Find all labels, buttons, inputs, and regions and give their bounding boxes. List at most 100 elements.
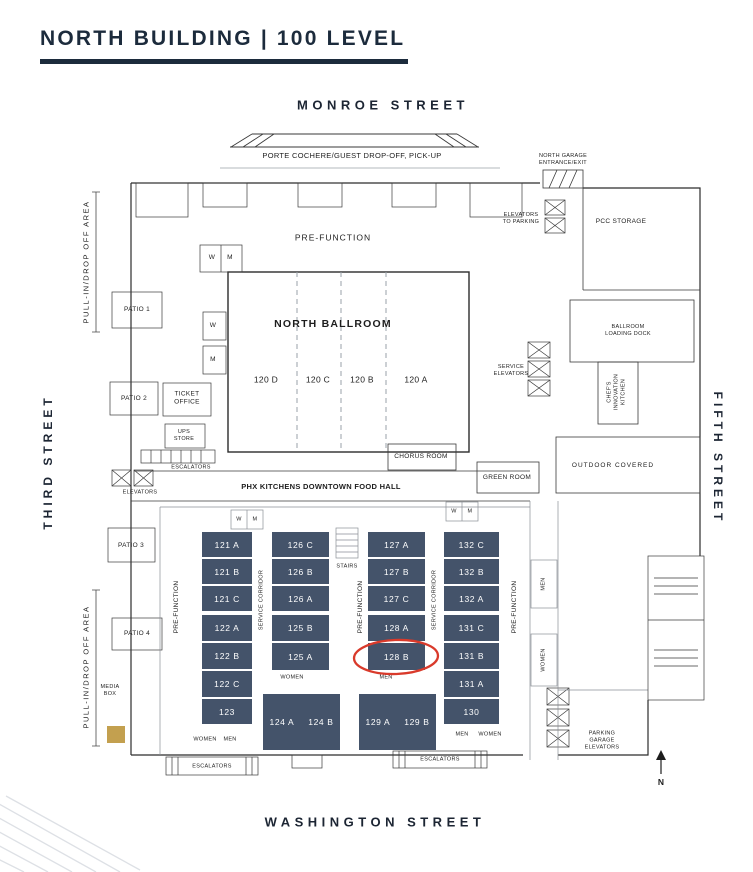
chefs-innovation-kitchen-label: CHEF'S INNOVATION KITCHEN	[606, 373, 627, 411]
men-center-label: MEN	[379, 674, 393, 681]
room-121b: 121 B	[202, 559, 252, 584]
room-128a: 128 A	[368, 615, 425, 641]
pull-in-drop-off-top-label: PULL-IN/DROP OFF AREA	[81, 200, 91, 324]
food-hall-corridor	[131, 443, 540, 502]
room-block-124: 124 A 124 B	[263, 694, 340, 750]
prefunction-vestibules	[135, 182, 523, 375]
room-128b: 128 B	[368, 643, 425, 670]
room-123: 123	[202, 699, 252, 724]
porte-cochere-label: PORTE COCHERE/GUEST DROP-OFF, PICK-UP	[262, 151, 442, 161]
ballroom-outline	[227, 271, 470, 453]
room-121a: 121 A	[202, 532, 252, 557]
room-127a: 127 A	[368, 532, 425, 557]
room-131c: 131 C	[444, 615, 499, 641]
pre-function-top-label: PRE-FUNCTION	[294, 232, 372, 243]
pre-function-center-label: PRE-FUNCTION	[356, 580, 364, 634]
escalators-bottom-center-label: ESCALATORS	[420, 756, 460, 763]
patio-2-label: PATIO 2	[120, 394, 148, 402]
north-garage-label: NORTH GARAGE ENTRANCE/EXIT	[538, 152, 588, 166]
room-127b: 127 B	[368, 559, 425, 584]
restroom-m-label: M	[252, 516, 258, 523]
ticket-office-label: TICKET OFFICE	[174, 390, 200, 406]
women-center-label: WOMEN	[280, 674, 304, 681]
page-title: NORTH BUILDING | 100 LEVEL	[40, 27, 406, 50]
women-bottom-left-label: WOMEN	[193, 736, 217, 743]
patio-3-label: PATIO 3	[117, 541, 145, 549]
pre-function-left-label: PRE-FUNCTION	[172, 580, 180, 634]
street-label-third: THIRD STREET	[41, 394, 55, 530]
restroom-m-label: M	[227, 253, 233, 261]
room-132c: 132 C	[444, 532, 499, 557]
room-131b: 131 B	[444, 643, 499, 669]
room-122a: 122 A	[202, 615, 252, 641]
chorus-room-label: CHORUS ROOM	[394, 452, 448, 460]
restroom-w-label: W	[209, 321, 217, 329]
men-bottom-left-label: MEN	[223, 736, 237, 743]
ballroom-120d-label: 120 D	[253, 374, 279, 385]
pull-in-drop-off-bottom-label: PULL-IN/DROP OFF AREA	[81, 605, 91, 729]
room-122b: 122 B	[202, 643, 252, 669]
service-corridor-left-label: SERVICE CORRIDOR	[258, 569, 265, 631]
stairs-label: STAIRS	[336, 563, 358, 570]
men-room-right-label: MEN	[540, 577, 547, 591]
escalators-left-label: ESCALATORS	[171, 464, 211, 471]
room-126a: 126 A	[272, 586, 329, 611]
room-132b: 132 B	[444, 559, 499, 584]
north-arrow-icon	[656, 750, 666, 774]
right-block-walls	[555, 188, 701, 494]
room-block-129: 129 A 129 B	[359, 694, 436, 750]
street-label-washington: WASHINGTON STREET	[264, 814, 486, 830]
escalators-bottom-left-label: ESCALATORS	[192, 763, 232, 770]
restroom-w-label: W	[451, 508, 457, 515]
media-box-label: MEDIA BOX	[100, 683, 120, 697]
room-127c: 127 C	[368, 586, 425, 611]
north-ballroom-label: NORTH BALLROOM	[274, 318, 392, 331]
room-121c: 121 C	[202, 586, 252, 611]
parking-garage-elevators-label: PARKING GARAGE ELEVATORS	[584, 730, 620, 751]
room-126c: 126 C	[272, 532, 329, 557]
pcc-storage-label: PCC STORAGE	[595, 217, 647, 225]
service-elevators-label: SERVICE ELEVATORS	[493, 363, 529, 377]
room-129a: 129 A	[365, 717, 391, 727]
title-underline	[40, 59, 408, 64]
ballroom-loading-dock-label: BALLROOM LOADING DOCK	[605, 323, 651, 337]
north-garage-ramp	[542, 169, 584, 189]
green-room-label: GREEN ROOM	[482, 473, 532, 481]
room-132a: 132 A	[444, 586, 499, 611]
curb-lines	[92, 191, 100, 747]
restroom-w-label: W	[236, 516, 242, 523]
street-label-monroe: MONROE STREET	[297, 97, 469, 113]
restroom-m-label: M	[467, 508, 473, 515]
far-right-block	[647, 555, 705, 701]
decorative-corner-lines	[0, 795, 141, 872]
ups-store-label: UPS STORE	[173, 428, 195, 442]
room-124a: 124 A	[269, 717, 295, 727]
room-131a: 131 A	[444, 671, 499, 697]
restroom-w-label: W	[208, 253, 216, 261]
room-124b: 124 B	[308, 717, 334, 727]
media-box-marker	[107, 726, 125, 743]
service-corridor-right-label: SERVICE CORRIDOR	[431, 569, 438, 631]
room-129b: 129 B	[404, 717, 430, 727]
men-bottom-right-label: MEN	[455, 731, 469, 738]
pre-function-right-label: PRE-FUNCTION	[510, 580, 518, 634]
ballroom-120c-label: 120 C	[305, 374, 331, 385]
food-hall-label: PHX KITCHENS DOWNTOWN FOOD HALL	[241, 482, 401, 492]
room-125a: 125 A	[272, 643, 329, 670]
patio-1-label: PATIO 1	[123, 305, 151, 313]
north-arrow-n-label: N	[657, 777, 665, 787]
room-126b: 126 B	[272, 559, 329, 584]
street-label-fifth: FIFTH STREET	[711, 391, 725, 525]
ballroom-120a-label: 120 A	[404, 374, 428, 385]
room-130: 130	[444, 699, 499, 724]
women-bottom-right-label: WOMEN	[478, 731, 502, 738]
elevators-to-parking-label: ELEVATORS TO PARKING	[502, 211, 540, 225]
ballroom-120b-label: 120 B	[350, 374, 374, 385]
restroom-m-label: M	[210, 355, 216, 363]
outdoor-covered-label: OUTDOOR COVERED	[571, 461, 655, 469]
elevators-left-label: ELEVATORS	[122, 489, 158, 496]
patio-4-label: PATIO 4	[123, 629, 151, 637]
women-room-right-label: WOMEN	[540, 648, 547, 672]
room-125b: 125 B	[272, 615, 329, 641]
